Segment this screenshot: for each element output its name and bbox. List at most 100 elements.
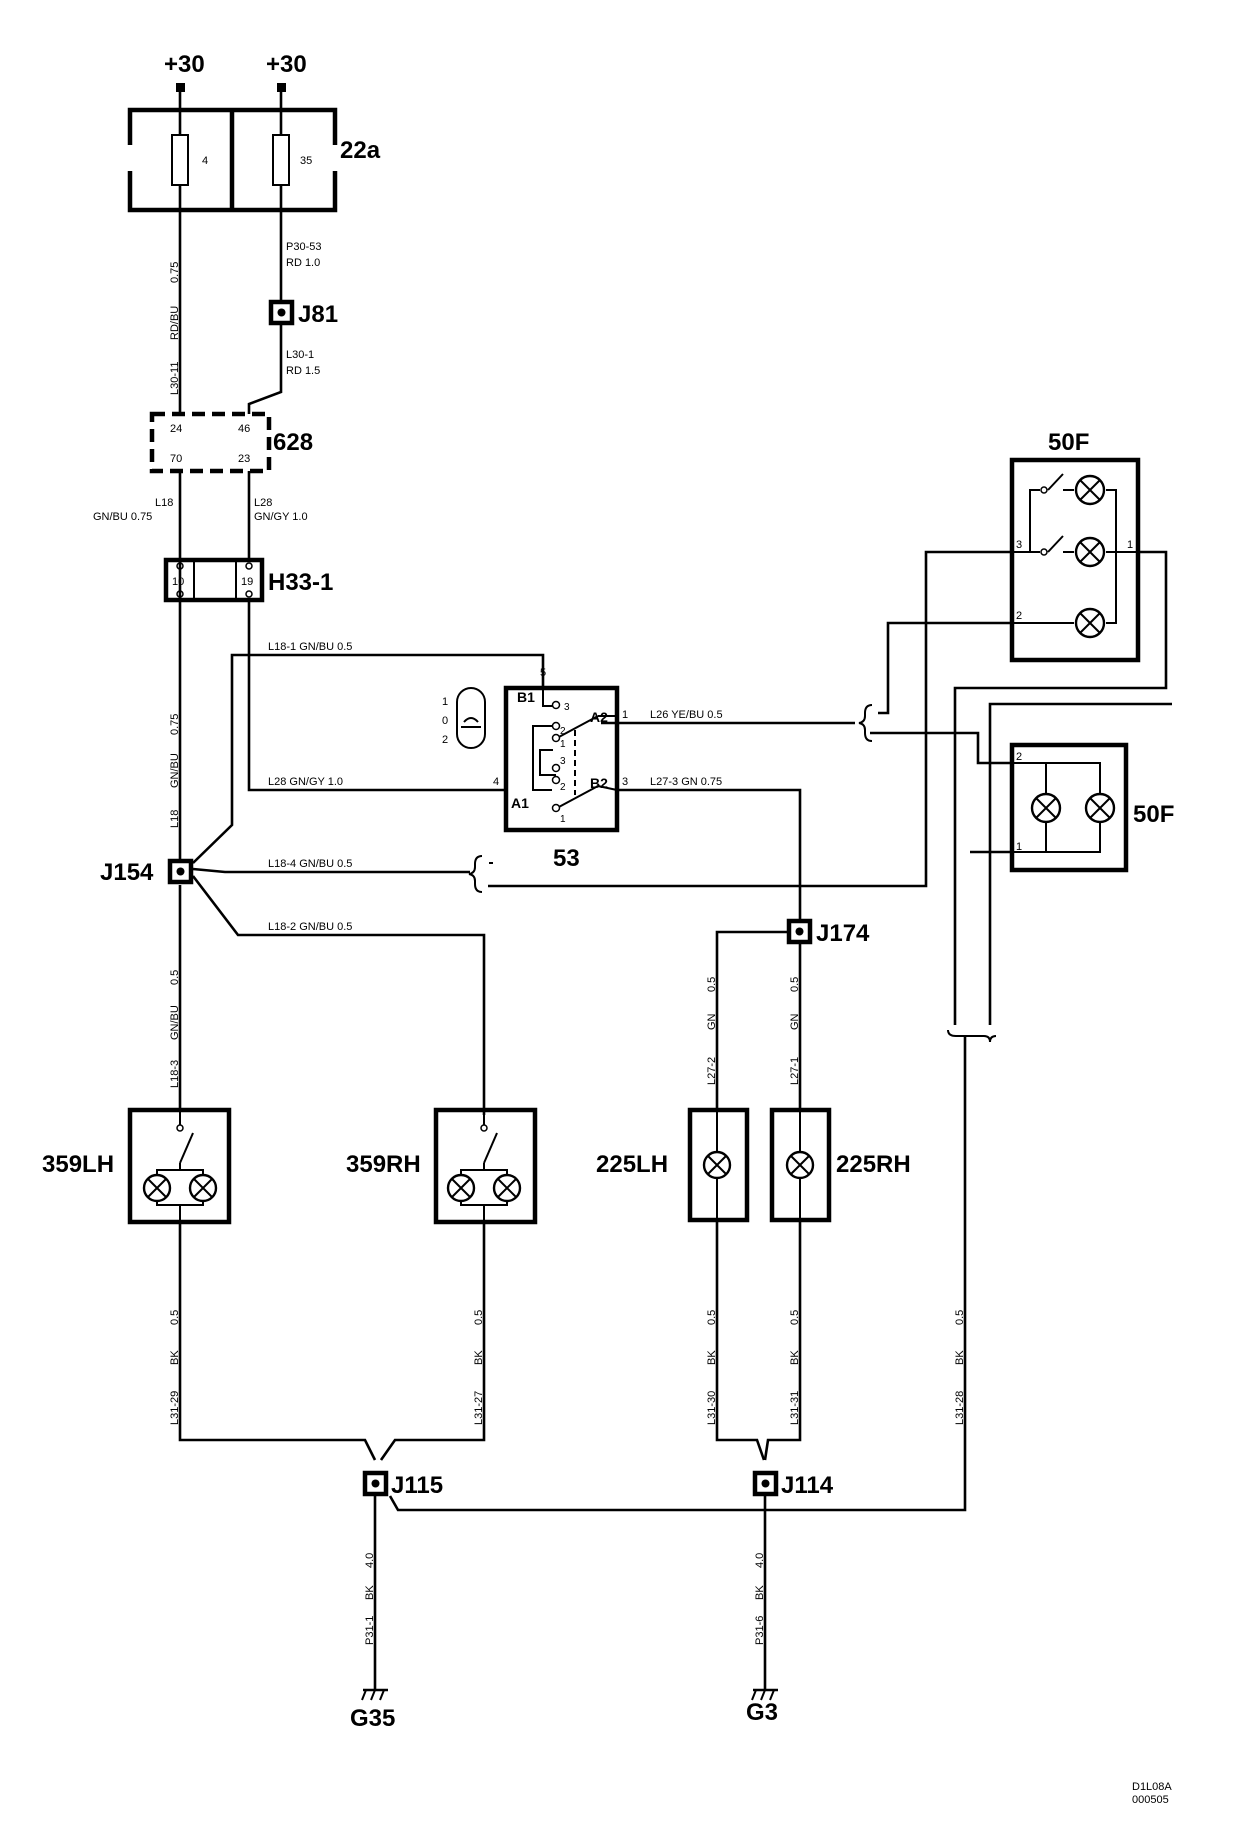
- label-l31-29-color: BK: [169, 1350, 181, 1365]
- label-l18-v: L18: [169, 810, 181, 828]
- label-p31-6-size: 4.0: [754, 1553, 766, 1568]
- switch-53-a1: A1: [511, 795, 529, 811]
- connector-628-pin-24: 24: [170, 423, 182, 435]
- switch-53-pos-1b: 1: [560, 814, 566, 825]
- junction-j115: J115: [362, 1470, 443, 1499]
- label-l27-1-color: GN: [789, 1013, 801, 1030]
- connector-h33-1-pin-19: 19: [241, 576, 253, 588]
- label-l31-31-color: BK: [789, 1350, 801, 1365]
- label-l31-30: L31-30: [706, 1391, 718, 1425]
- component-359lh: 359LH: [42, 1107, 232, 1225]
- label-p30-53: P30-53: [286, 241, 321, 253]
- label-l27-1: L27-1: [789, 1057, 801, 1085]
- junction-j81: J81: [268, 299, 338, 328]
- label-l18-3: L18-3: [169, 1060, 181, 1088]
- knob-label-2: 2: [442, 734, 448, 746]
- bracket-l18-4: [468, 855, 493, 893]
- label-l18-1: L18-1 GN/BU 0.5: [268, 641, 352, 653]
- component-50f-top: 50F 3 1 2: [1009, 429, 1141, 663]
- label-p31-1-color: BK: [364, 1585, 376, 1600]
- fuse-box-label: 22a: [340, 137, 381, 164]
- junction-j174-label: J174: [816, 920, 870, 947]
- switch-53-pos-3b: 3: [560, 756, 566, 767]
- label-l28-h: L28 GN/GY 1.0: [268, 776, 343, 788]
- component-50f-bottom-label: 50F: [1133, 801, 1174, 828]
- junction-j114: J114: [752, 1470, 834, 1499]
- component-50f-bottom: 50F 2 1: [1009, 742, 1174, 873]
- junction-j114-label: J114: [781, 1472, 834, 1499]
- junction-j154-label: J154: [100, 859, 154, 886]
- component-50f-top-pin-2: 2: [1016, 610, 1022, 622]
- fuse-box-22a: 4 35 22a: [126, 107, 381, 213]
- label-l31-30-color: BK: [706, 1350, 718, 1365]
- label-l18-3-color: GN/BU: [169, 1005, 181, 1040]
- wire-labels: L30-11 RD/BU 0.75 P30-53 RD 1.0 L30-1 RD…: [93, 241, 966, 1645]
- bracket-ground-pair: [947, 1029, 997, 1043]
- fuse-35-label: 35: [300, 155, 312, 167]
- component-50f-bottom-pin-2: 2: [1016, 751, 1022, 763]
- supply-terminal-left: +30: [164, 51, 205, 92]
- switch-53-b1: B1: [517, 689, 535, 705]
- supply-terminal-right: +30: [266, 51, 307, 92]
- component-50f-top-label: 50F: [1048, 429, 1089, 456]
- label-p31-1-size: 4.0: [364, 1553, 376, 1568]
- label-l18-v-size: 0.75: [169, 714, 181, 735]
- label-l31-31-size: 0.5: [789, 1310, 801, 1325]
- label-l31-31: L31-31: [789, 1391, 801, 1425]
- label-l30-11: L30-11: [169, 362, 181, 395]
- label-l18-3-size: 0.5: [169, 970, 181, 985]
- label-l18-2: L18-2 GN/BU 0.5: [268, 921, 352, 933]
- component-50f-top-pin-3: 3: [1016, 539, 1022, 551]
- label-rdbu-size: 0.75: [169, 262, 181, 283]
- label-p31-1: P31-1: [364, 1616, 376, 1645]
- component-225rh: 225RH: [769, 1107, 911, 1223]
- label-l27-2: L27-2: [706, 1057, 718, 1085]
- connector-628: 24 46 70 23 628: [149, 411, 313, 474]
- ground-g35-label: G35: [350, 1705, 395, 1732]
- label-p30-53-spec: RD 1.0: [286, 257, 320, 269]
- bracket-l26: [858, 704, 873, 742]
- label-l31-28: L31-28: [954, 1391, 966, 1425]
- switch-53-pos-top: 3: [564, 702, 570, 713]
- knob-label-1: 1: [442, 696, 448, 708]
- connector-h33-1-pin-10: 10: [172, 576, 184, 588]
- junction-j81-label: J81: [298, 301, 338, 328]
- label-l27-1-size: 0.5: [789, 977, 801, 992]
- label-l31-30-size: 0.5: [706, 1310, 718, 1325]
- switch-53-pin-1: 1: [622, 709, 628, 721]
- label-l26: L26 YE/BU 0.5: [650, 709, 723, 721]
- label-l31-29-size: 0.5: [169, 1310, 181, 1325]
- fuse-4-icon: [171, 134, 189, 186]
- ground-icon: [361, 1688, 388, 1701]
- knob-position-icon: 1 0 2: [442, 687, 486, 749]
- wires: [178, 92, 1172, 1690]
- label-l31-28-color: BK: [954, 1350, 966, 1365]
- component-50f-bottom-pin-1: 1: [1016, 841, 1022, 853]
- switch-53-pin-3: 3: [622, 776, 628, 788]
- fuse-35-icon: [272, 134, 290, 186]
- component-225lh-label: 225LH: [596, 1151, 668, 1178]
- label-rdbu: RD/BU: [169, 306, 181, 340]
- connector-628-pin-23: 23: [238, 453, 250, 465]
- switch-53-pos-1a: 1: [560, 739, 566, 750]
- label-l31-29: L31-29: [169, 1391, 181, 1425]
- supply-label-right: +30: [266, 51, 307, 78]
- label-l28-top: L28: [254, 497, 272, 509]
- ground-icon: [751, 1688, 778, 1701]
- component-359lh-label: 359LH: [42, 1151, 114, 1178]
- diagram-code-date: 000505: [1132, 1794, 1169, 1806]
- label-l18-v-color: GN/BU: [169, 753, 181, 788]
- ground-g3-label: G3: [746, 1699, 778, 1726]
- junction-j154: J154: [100, 858, 194, 886]
- label-l30-1-spec: RD 1.5: [286, 365, 320, 377]
- switch-53-pin-5: 5: [540, 667, 546, 679]
- diagram-code: D1L08A 000505: [1132, 1781, 1172, 1806]
- supply-label-left: +30: [164, 51, 205, 78]
- label-p31-6: P31-6: [754, 1616, 766, 1645]
- junction-j115-label: J115: [391, 1472, 443, 1499]
- component-225lh: 225LH: [596, 1107, 750, 1223]
- label-l18-top-spec: GN/BU 0.75: [93, 511, 152, 523]
- switch-53-pos-2a: 2: [560, 726, 566, 737]
- label-l18-top: L18: [155, 497, 173, 509]
